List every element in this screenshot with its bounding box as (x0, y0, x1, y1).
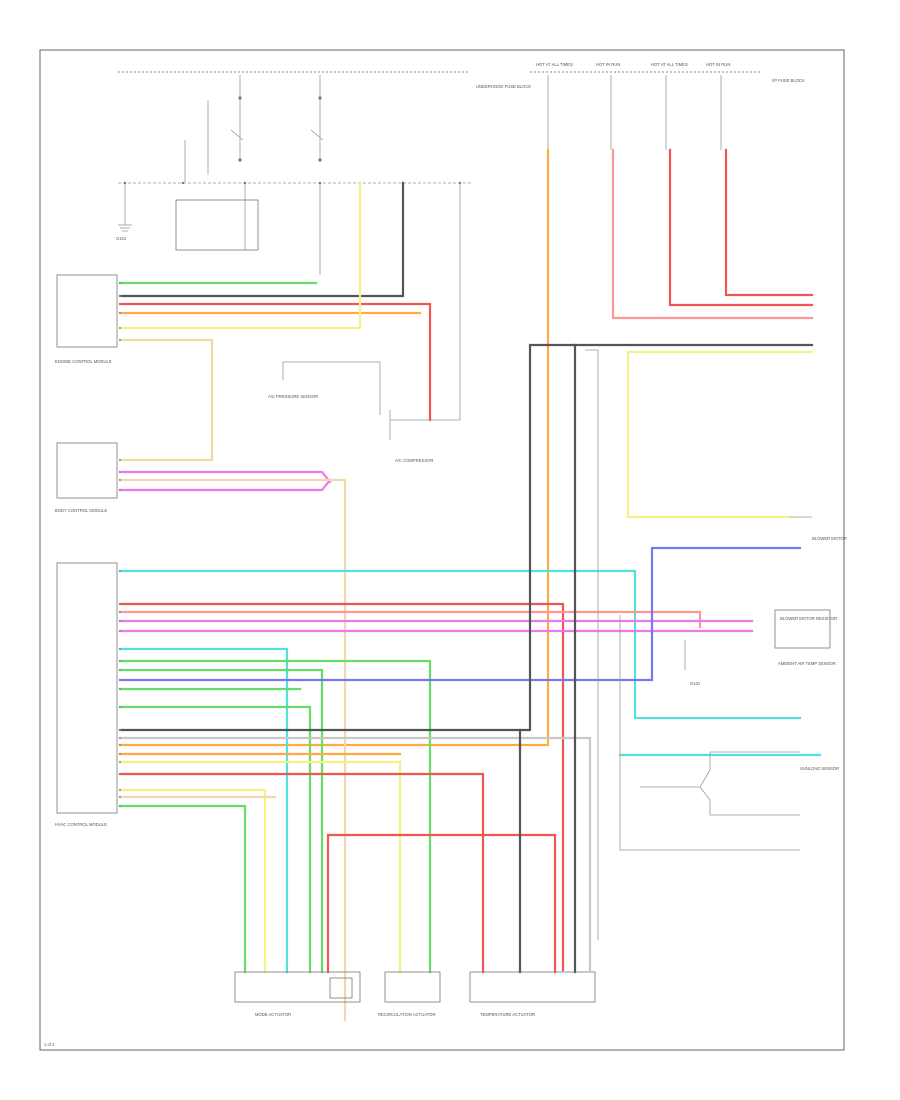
underhood-relay-area: G101 UNDERHOOD FUSE BLOCK (116, 71, 531, 275)
recirc-actuator: RECIRCULATION ACTUATOR (378, 971, 441, 1017)
bcm-label: BODY CONTROL MODULE (55, 508, 108, 513)
blower-resistor-label: BLOWER MOTOR RESISTOR (780, 616, 837, 621)
ambient-sensor: AMBIENT AIR TEMP SENSOR (778, 661, 836, 666)
fuse-label-2: HOT IN RUN (596, 62, 620, 67)
temp-actuator-label: TEMPERATURE ACTUATOR (480, 1012, 535, 1017)
mode-actuator: MODE ACTUATOR (234, 971, 361, 1017)
ambient-sensor-label: AMBIENT AIR TEMP SENSOR (778, 661, 836, 666)
mode-actuator-label: MODE ACTUATOR (255, 1012, 291, 1017)
fuse-block-label: UNDERHOOD FUSE BLOCK (476, 84, 531, 89)
hvac-label: HVAC CONTROL MODULE (55, 822, 107, 827)
page-label: 1 of 2 (44, 1042, 55, 1047)
blower-resistor: BLOWER MOTOR RESISTOR (774, 609, 837, 649)
blower-motor: BLOWER MOTOR (790, 516, 847, 541)
sunload-sensor-label: SUNLOAD SENSOR (800, 766, 839, 771)
ip-fuse-area: HOT AT ALL TIMES HOT IN RUN HOT AT ALL T… (530, 62, 805, 150)
ground-label-2: G101 (690, 681, 701, 686)
sunload-sensor: SUNLOAD SENSOR (800, 766, 839, 771)
ecm-label: ENGINE CONTROL MODULE (55, 359, 112, 364)
bcm-connector: BODY CONTROL MODULE (55, 442, 118, 513)
fuse-label-4: HOT IN RUN (706, 62, 730, 67)
ac-compressor-label: A/C COMPRESSOR (395, 458, 433, 463)
ground-label: G101 (116, 236, 127, 241)
recirc-actuator-label: RECIRCULATION ACTUATOR (378, 1012, 435, 1017)
temp-actuator: TEMPERATURE ACTUATOR (469, 971, 596, 1017)
ip-fuse-block-label: I/P FUSE BLOCK (772, 78, 805, 83)
diagram-frame (39, 49, 845, 1051)
pressure-sensor-label: A/C PRESSURE SENSOR (268, 394, 318, 399)
fuse-label-3: HOT AT ALL TIMES (651, 62, 688, 67)
hvac-connector: HVAC CONTROL MODULE (55, 562, 118, 827)
blower-motor-label: BLOWER MOTOR (812, 536, 847, 541)
ecm-connector: ENGINE CONTROL MODULE (55, 274, 118, 364)
fuse-label-1: HOT AT ALL TIMES (536, 62, 573, 67)
